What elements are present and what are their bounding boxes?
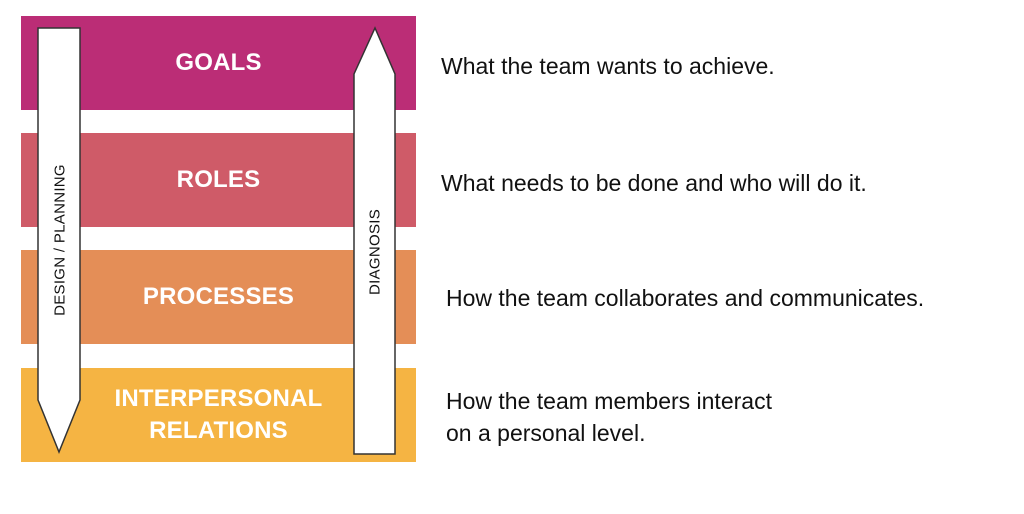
interpersonal-description-line2: on a personal level. [446,420,646,446]
goals-description: What the team wants to achieve. [441,53,775,79]
design-planning-label: DESIGN / PLANNING [51,164,69,316]
layer-interpersonal-label-line2: RELATIONS [149,417,288,444]
roles-description: What needs to be done and who will do it… [441,170,867,196]
interpersonal-description: How the team members interact on a perso… [446,385,772,449]
layer-roles-label: ROLES [176,166,261,193]
processes-description: How the team collaborates and communicat… [446,285,925,311]
layer-interpersonal-label: INTERPERSONAL RELATIONS [115,383,323,447]
layer-processes-label: PROCESSES [142,283,295,310]
layer-roles: ROLES [21,133,416,227]
diagnosis-up-arrow-icon [353,26,396,455]
layer-processes: PROCESSES [21,250,416,344]
layer-goals: GOALS [21,16,416,110]
layer-interpersonal-relations: INTERPERSONAL RELATIONS [21,368,416,462]
diagnosis-label: DIAGNOSIS [366,208,384,296]
layer-goals-label: GOALS [175,49,262,76]
design-planning-down-arrow-icon [37,27,81,455]
interpersonal-description-line1: How the team members interact [446,388,772,414]
layer-interpersonal-label-line1: INTERPERSONAL [114,385,323,412]
